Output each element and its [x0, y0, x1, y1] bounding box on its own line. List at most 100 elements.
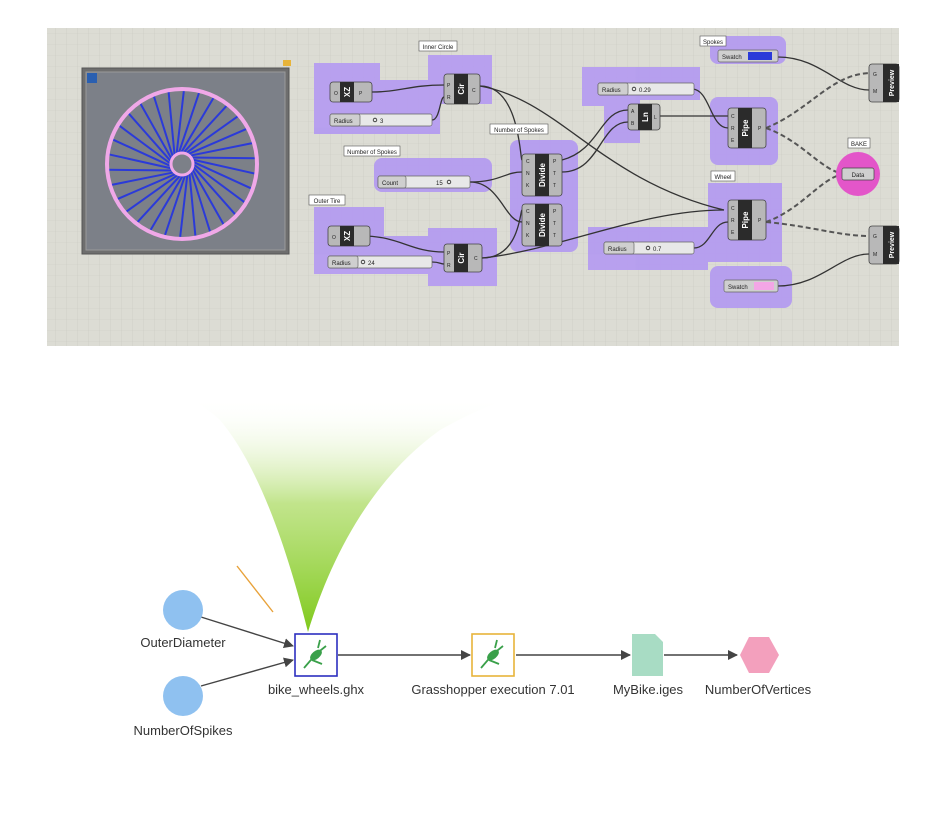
cir-title-inner: Cir — [457, 83, 466, 94]
ln-port-b: B — [631, 121, 635, 127]
pipe-spokes-port-r: R — [731, 126, 735, 132]
canvas-wires — [361, 56, 870, 287]
cir-inner-port-r: R — [447, 95, 451, 101]
spoke-line — [190, 156, 256, 160]
spoke-line — [152, 95, 175, 158]
swatch-pink[interactable]: Swatch — [723, 279, 779, 293]
divide-bottom-port-c: C — [526, 209, 530, 215]
ln-port-l: L — [654, 115, 657, 121]
spoke-line — [177, 91, 201, 154]
swatch-blue[interactable]: Swatch — [717, 49, 779, 63]
divide-top-port-c: C — [526, 159, 530, 165]
spokes-radius-value: 0.29 — [639, 88, 651, 94]
spoke-line — [192, 160, 253, 190]
wheel-radius-value: 0.7 — [653, 247, 662, 253]
input-outerdiameter[interactable]: OuterDiameter — [140, 590, 226, 650]
group-labels: Inner Circle Number of Spokes Number of … — [308, 35, 871, 206]
cir-inner-port-p: P — [447, 83, 451, 89]
cir-outer-port-r: R — [447, 263, 451, 269]
node-mybike-iges[interactable]: MyBike.iges — [613, 634, 684, 697]
preview-title-bottom: Preview — [889, 231, 896, 258]
save-icon[interactable] — [87, 73, 97, 83]
spokes-radius-slider[interactable]: Radius 0.29 — [597, 82, 695, 96]
node-vertices-label: NumberOfVertices — [705, 682, 812, 697]
spoke-line — [111, 138, 172, 168]
node-execution-label: Grasshopper execution 7.01 — [411, 682, 574, 697]
spoke-line — [192, 163, 246, 204]
divide-component-top[interactable]: Divide C N K P T T — [521, 153, 563, 197]
inner-radius-slider[interactable]: Radius 3 — [329, 113, 433, 127]
divide-bottom-port-p: P — [553, 209, 557, 215]
divide-top-port-t: T — [553, 171, 556, 177]
group-label-wheel: Wheel — [714, 175, 731, 181]
circle-component-outer[interactable]: Cir P R C — [443, 243, 483, 273]
pipe-component-spokes[interactable]: Pipe C R E P — [727, 107, 767, 149]
preview-bottom-port-m: M — [873, 252, 877, 258]
outer-radius-slider[interactable]: Radius 24 — [327, 255, 433, 269]
pipe-spokes-port-e: E — [731, 138, 735, 144]
spokes-radius-label: Radius — [602, 88, 621, 94]
wheel-tire — [105, 87, 259, 241]
node-bike-wheels-ghx[interactable]: bike_wheels.ghx — [268, 633, 365, 697]
spoke-line — [191, 158, 256, 175]
preview-component-bottom[interactable]: Preview G M — [868, 225, 900, 265]
wheel-radius-slider[interactable]: Radius 0.7 — [603, 241, 695, 255]
spoke-line — [125, 173, 180, 213]
input-circle — [163, 590, 203, 630]
xz-port-o: O — [334, 91, 338, 97]
spoke-line — [192, 165, 237, 216]
pipe-wheel-port-p: P — [758, 218, 762, 224]
spoke-line — [139, 102, 173, 161]
count-value: 15 — [436, 181, 443, 187]
spoke-line — [116, 172, 177, 201]
inner-radius-value: 3 — [380, 119, 384, 125]
corner-tag-icon — [283, 60, 291, 66]
spoke-line — [179, 96, 215, 154]
hexagon-icon — [740, 637, 779, 673]
line-component[interactable]: Ln A B L — [627, 103, 661, 131]
divide-component-bottom[interactable]: Divide C N K P T T — [521, 203, 563, 247]
preview-title-top: Preview — [889, 69, 896, 96]
spoke-line — [189, 170, 212, 233]
spoke-line — [191, 167, 225, 226]
spoke-line — [189, 142, 254, 157]
group-label-bake: BAKE — [851, 142, 867, 148]
spoke-line — [188, 172, 197, 237]
outer-radius-value: 24 — [368, 261, 375, 267]
group-label-number-of-spokes-b: Number of Spokes — [494, 128, 544, 134]
canvas-wires-dashed — [765, 72, 870, 237]
pipe-spokes-port-c: C — [731, 114, 735, 120]
spoke-line — [136, 174, 182, 224]
preview-component-top[interactable]: Preview G M — [868, 63, 900, 103]
pipe-component-wheel[interactable]: Pipe C R E P — [727, 199, 767, 241]
node-numberofvertices[interactable]: NumberOfVertices — [705, 637, 812, 697]
wheel-spokes — [108, 89, 256, 239]
ln-port-a: A — [631, 109, 635, 115]
cir-inner-port-c: C — [472, 88, 476, 94]
wheel-hub — [169, 151, 195, 177]
xz-plane-top[interactable]: XZ O P — [329, 81, 373, 103]
spoke-line — [127, 112, 172, 163]
spoke-line — [175, 89, 185, 155]
divide-top-port-p: P — [553, 159, 557, 165]
cir-outer-port-c: C — [474, 256, 478, 262]
spoke-line — [187, 127, 248, 156]
group-label-inner-circle: Inner Circle — [423, 45, 454, 51]
spoke-line — [179, 173, 189, 239]
pipe-spokes-port-p: P — [758, 126, 762, 132]
count-slider[interactable]: Count 15 — [377, 175, 471, 189]
group-label-number-of-spokes-a: Number of Spokes — [347, 150, 397, 156]
inner-radius-label: Radius — [334, 119, 353, 125]
input-numberofspikes[interactable]: NumberOfSpikes — [134, 676, 233, 738]
preview-top-port-m: M — [873, 89, 877, 95]
divide-top-port-t2: T — [553, 183, 556, 189]
input-numberofspikes-label: NumberOfSpikes — [134, 723, 233, 738]
xz-plane-bottom[interactable]: XZ O — [327, 225, 371, 247]
bake-data-component[interactable]: Data — [836, 152, 880, 196]
node-grasshopper-execution[interactable]: Grasshopper execution 7.01 — [411, 633, 575, 697]
circle-component-inner[interactable]: Cir P R C — [443, 73, 481, 105]
swatch-blue-label: Swatch — [722, 55, 742, 61]
xz-port-p: P — [359, 91, 363, 97]
spoke-line — [108, 153, 173, 170]
